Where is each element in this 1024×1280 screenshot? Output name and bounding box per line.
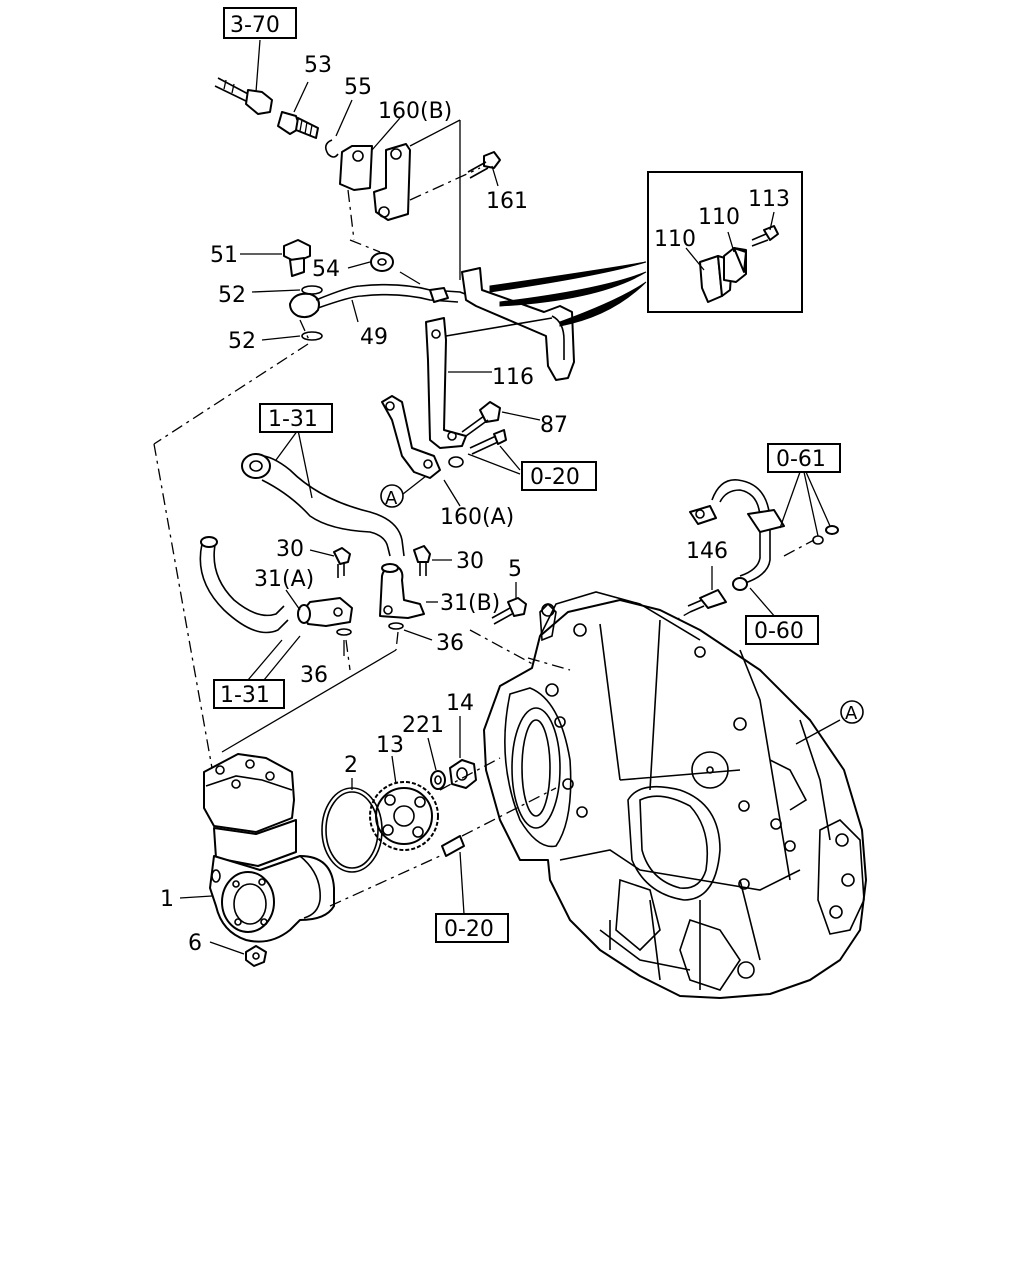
ref-box-0-60[interactable]: 0-60 [745,615,819,645]
bracket-160a [381,395,461,507]
part-label-6: 6 [188,931,202,956]
ref-label-0-20-upper: 0-20 [530,465,580,490]
center-line-compressor-down [153,443,213,769]
center-line-161 [409,167,481,201]
bolt-30-right [413,545,452,576]
center-line-160b [347,189,355,241]
part-label-87: 87 [540,413,568,438]
o-rings-36 [336,622,433,656]
bracket-160b [339,117,411,221]
gear-13 [369,755,439,851]
part-label-55: 55 [344,75,372,100]
pipe-3-70-end [214,39,273,115]
part-label-113: 113 [748,187,790,212]
o-ring-2 [321,778,383,873]
fitting-146 [687,566,777,619]
ref-line-top-h [409,119,461,147]
center-line-housing-bolt-5 [527,657,571,671]
center-line-pipe-49 [299,319,311,343]
ref-label-0-60: 0-60 [754,619,804,644]
part-label-116: 116 [492,365,534,390]
air-compressor-1 [179,753,335,943]
hose-1-31-lower [199,536,301,681]
callout-a-upper[interactable]: A [380,475,427,509]
ref-box-0-61[interactable]: 0-61 [767,443,841,473]
center-line-31a [345,639,351,671]
center-line-31b [395,631,399,651]
bolt-51 [240,239,311,277]
part-label-30-left: 30 [276,537,304,562]
seal-52-upper [251,285,323,295]
elbow-31b [379,563,438,619]
callout-a-lower[interactable]: A [840,700,864,724]
part-label-31a: 31(A) [254,567,314,592]
bolts-0-20-upper [448,429,521,475]
bolt-161 [467,151,501,187]
flywheel-housing [483,591,867,999]
ref-label-1-31-upper: 1-31 [268,407,318,432]
ref-box-0-20-upper[interactable]: 0-20 [521,461,597,491]
elbow-31a [285,589,353,627]
callout-label-a-upper: A [385,488,398,509]
part-label-1: 1 [160,887,174,912]
stud-0-20 [441,835,465,915]
center-line-bolt-5 [469,629,541,669]
part-label-13: 13 [376,733,404,758]
part-label-53: 53 [304,53,332,78]
part-label-221: 221 [402,713,444,738]
center-line-stud [461,787,557,837]
part-label-30-right: 30 [456,549,484,574]
center-line-compressor [153,343,309,445]
ref-label-3-70: 3-70 [230,13,280,38]
hose-1-31-upper [241,429,405,557]
part-label-14: 14 [446,691,474,716]
center-line-54 [349,239,381,253]
part-label-36-right: 36 [436,631,464,656]
ref-label-1-31-lower: 1-31 [220,683,270,708]
bolt-87 [461,401,541,437]
ref-box-0-20-lower[interactable]: 0-20 [435,913,509,943]
bolt-5 [491,582,527,625]
callout-label-a-lower: A [845,703,858,724]
part-label-110-upper: 110 [698,205,740,230]
part-label-36-left: 36 [300,663,328,688]
center-line-gear [439,757,501,791]
part-label-110-lower: 110 [654,227,696,252]
part-label-52-upper: 52 [218,283,246,308]
clip-55 [324,99,353,158]
ref-line-36 [221,649,397,753]
ref-line-callout-a2 [795,719,841,745]
part-label-146: 146 [686,539,728,564]
center-line-0-61 [783,539,815,557]
washer-221 [427,737,446,790]
part-label-49: 49 [360,325,388,350]
part-label-161: 161 [486,189,528,214]
center-line-compressor-gear [329,855,441,907]
part-label-31b: 31(B) [440,591,500,616]
ref-box-1-31-lower[interactable]: 1-31 [213,679,285,709]
seal-52-lower [261,331,323,341]
bracket-116 [425,267,575,449]
fitting-53 [277,81,319,139]
inset-clamp-detail [489,171,803,327]
part-label-160b: 160(B) [378,99,452,124]
part-label-54: 54 [312,257,340,282]
part-label-52-lower: 52 [228,329,256,354]
bolt-30-left [309,547,351,578]
washer-54 [347,252,394,272]
part-label-160a: 160(A) [440,505,514,530]
ref-label-0-61: 0-61 [776,447,826,472]
ref-box-3-70[interactable]: 3-70 [223,7,297,39]
part-label-51: 51 [210,243,238,268]
part-label-5: 5 [508,557,522,582]
ref-box-1-31-upper[interactable]: 1-31 [259,403,333,433]
ref-label-0-20-lower: 0-20 [444,917,494,942]
part-label-2: 2 [344,753,358,778]
nut-6 [209,941,267,967]
